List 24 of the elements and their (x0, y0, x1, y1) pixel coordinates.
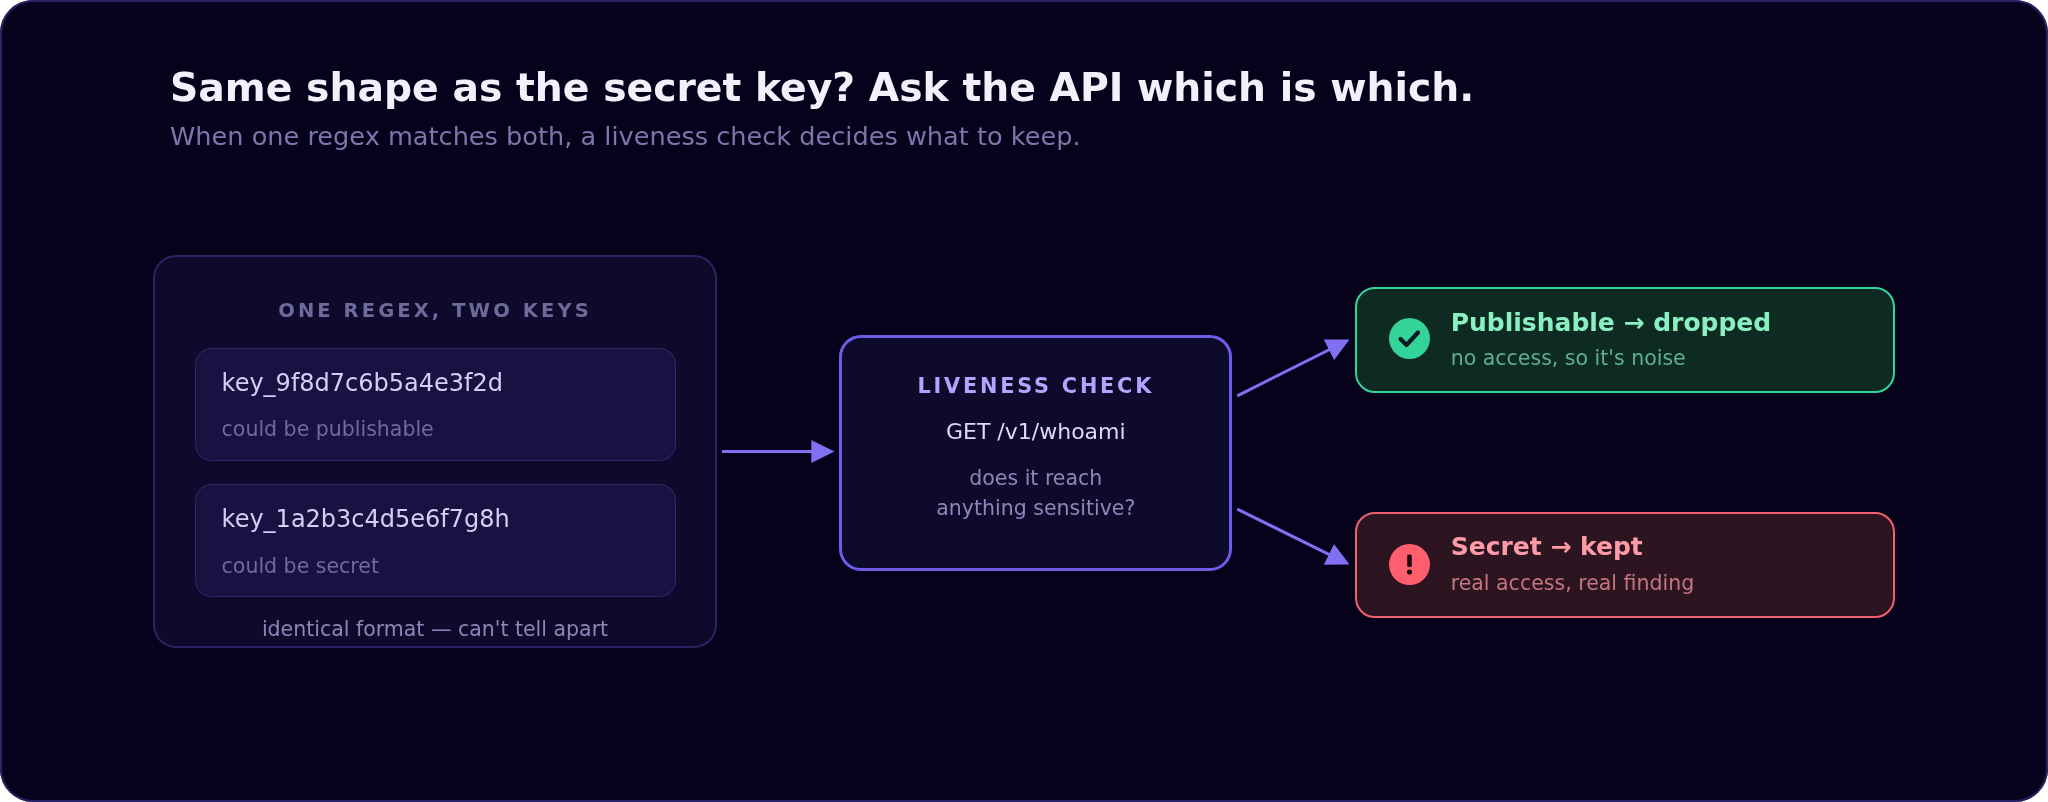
key-text: key_9f8d7c6b5a4e3f2d (221, 368, 504, 398)
group-panel (153, 255, 717, 648)
key-card (195, 348, 676, 461)
arrow (1236, 507, 1350, 565)
arrow (722, 440, 835, 463)
arrow (1236, 339, 1350, 398)
step-description: does it reach anything sensitive? (935, 464, 1137, 522)
key-note: could be secret (221, 553, 379, 579)
key-note: could be publishable (221, 417, 434, 442)
result-note: no access, so it's noise (1450, 345, 1686, 371)
key-card (195, 484, 676, 597)
result-box (1354, 286, 1895, 393)
subtitle: When one regex matches both, a liveness check decides what to keep. (170, 120, 1081, 152)
group-footnote: identical format — can't tell apart (261, 617, 609, 642)
result-box (1354, 511, 1895, 618)
step-heading: LIVENESS CHECK (917, 373, 1155, 399)
key-text: key_1a2b3c4d5e6f7g8h (221, 505, 510, 535)
result-title: Publishable → dropped (1450, 307, 1772, 338)
result-title: Secret → kept (1450, 532, 1643, 563)
diagram-title: Same shape as the secret key? Ask the API which is which. (170, 63, 1475, 111)
request-text: GET /v1/whoami (945, 419, 1126, 446)
process-box (839, 334, 1233, 571)
group-heading: ONE REGEX, TWO KEYS (278, 298, 592, 322)
result-note: real access, real finding (1450, 571, 1695, 596)
